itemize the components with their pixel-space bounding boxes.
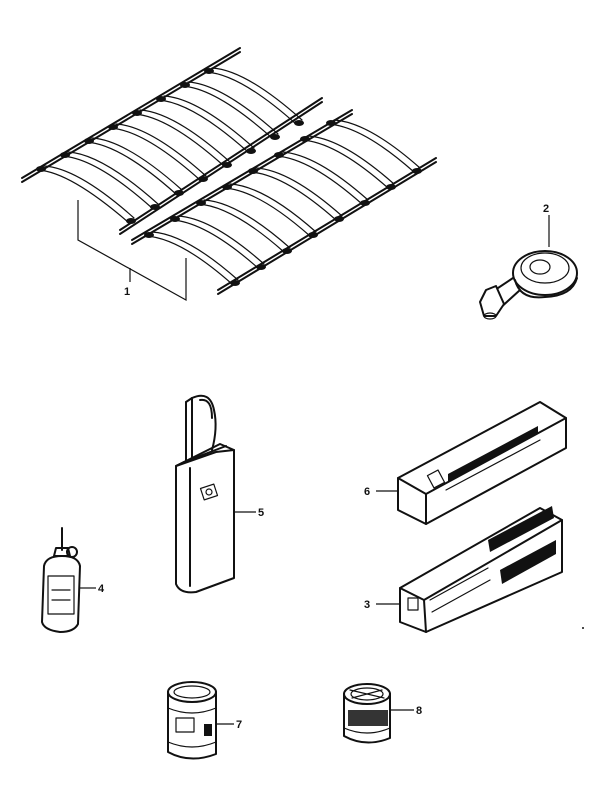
part-5-tube-with-nozzle: 5 <box>175 394 264 594</box>
part-7-tin-can: 7 <box>167 681 242 760</box>
callout-4: 4 <box>98 583 105 595</box>
speck <box>582 627 584 629</box>
long-box-label <box>448 426 538 482</box>
part-4-oil-bottle: 4 <box>41 527 105 633</box>
callout-5: 5 <box>258 507 264 519</box>
callout-6: 6 <box>364 486 370 498</box>
callout-3: 3 <box>364 599 370 611</box>
part-2-grease-fitting: 2 <box>479 203 578 320</box>
callout-8: 8 <box>416 705 422 717</box>
part-3-small-box: 3 <box>364 506 563 633</box>
callout-2: 2 <box>543 203 549 215</box>
part-8-small-jar: 8 <box>343 683 422 744</box>
part-6-long-box: 6 <box>364 401 567 525</box>
callout-1: 1 <box>124 286 130 298</box>
lower-clip-row <box>131 109 437 295</box>
small-box-label-dark <box>488 506 556 584</box>
part-1-clip-rows: 1 <box>21 47 437 302</box>
callout-7: 7 <box>236 719 242 731</box>
callout-1-leader <box>77 200 187 302</box>
upper-clip-row <box>21 47 323 235</box>
